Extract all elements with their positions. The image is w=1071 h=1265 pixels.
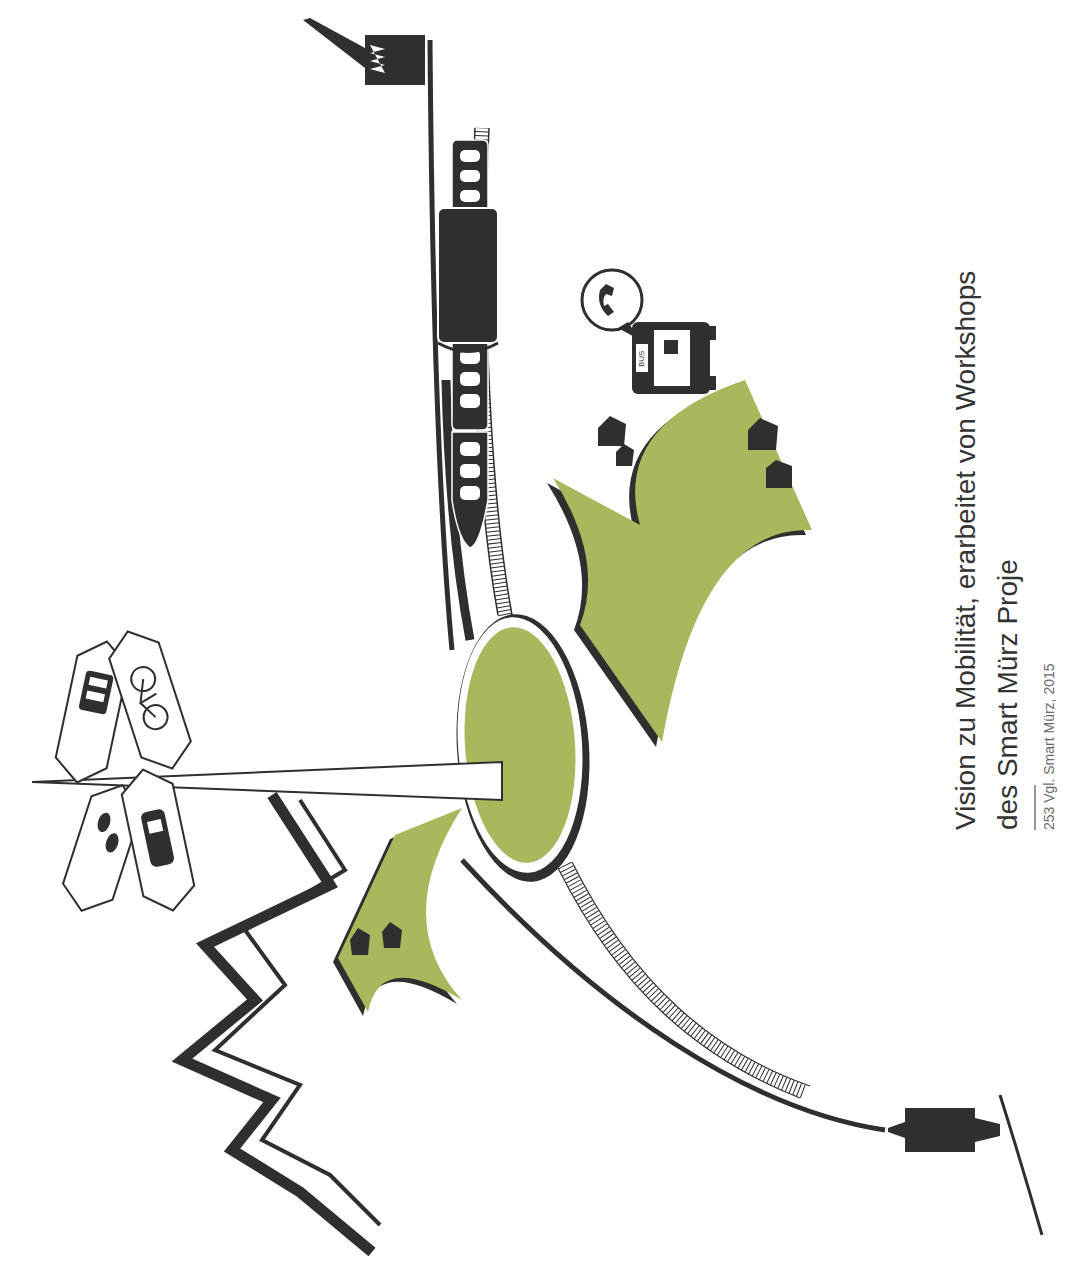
call-bus-part — [664, 340, 678, 354]
call-bus-part — [599, 284, 614, 316]
direction-signs-part-part — [134, 677, 163, 721]
direction-signs-part-part — [140, 808, 175, 868]
church-tower-part — [365, 35, 425, 85]
church-tower-part — [303, 18, 365, 68]
church-south-part — [888, 1122, 905, 1138]
church-south-part — [905, 1108, 975, 1152]
train-part-part — [460, 486, 480, 500]
central-hub — [448, 610, 598, 887]
call-bus — [582, 270, 716, 394]
central-hub-part — [457, 623, 583, 866]
direction-signs-part-part — [86, 691, 105, 703]
bus-sign-text: BUS — [637, 350, 647, 368]
tunnel-part — [438, 343, 498, 352]
tunnel — [438, 208, 498, 352]
train-part-part — [460, 190, 480, 202]
tunnel-part — [438, 208, 498, 343]
central-hub-part — [449, 613, 591, 877]
road-south-part — [565, 865, 805, 1092]
direction-signs — [52, 623, 199, 918]
village-east-part — [553, 380, 812, 742]
direction-signs-part-part — [147, 819, 163, 834]
train-part-part — [460, 170, 480, 182]
call-bus-part — [632, 322, 710, 394]
direction-signs-part-part — [89, 677, 108, 689]
train-part-part — [460, 372, 480, 386]
train-part-part — [460, 442, 480, 456]
direction-signs-part — [103, 623, 197, 776]
train-part — [452, 432, 488, 548]
direction-signs-part-part — [95, 811, 113, 834]
road-south-part — [462, 860, 885, 1130]
direction-signs-part-part — [118, 764, 199, 916]
church-south — [888, 1108, 1000, 1152]
village-east-part — [598, 416, 626, 446]
mountain-range-part — [215, 800, 380, 1225]
church-tower — [303, 18, 425, 85]
mountain-range — [182, 795, 380, 1252]
footnote-rule — [1035, 785, 1036, 830]
call-bus-part — [706, 376, 716, 390]
call-bus-part — [582, 270, 642, 330]
village-east-part — [766, 460, 792, 488]
church-south-part — [975, 1118, 1000, 1142]
mountain-range-part — [182, 795, 372, 1252]
church-tower-part — [370, 45, 385, 73]
village-west-part — [338, 808, 462, 1012]
direction-signs-part — [118, 764, 199, 916]
village-west-part — [350, 928, 370, 955]
road-south-part — [1000, 1095, 1042, 1235]
call-bus-part — [654, 330, 690, 386]
call-bus-part — [706, 326, 716, 340]
footnote-text: 253 Vgl. Smart Mürz, 2015 — [1040, 663, 1058, 830]
direction-signs-part-part — [103, 623, 197, 776]
direction-signs-part-part — [103, 831, 121, 854]
village-east-part — [616, 444, 634, 466]
village-east — [547, 380, 812, 747]
call-bus-part — [636, 344, 648, 372]
village-west — [333, 808, 462, 1016]
central-hub-part — [448, 610, 598, 887]
figure-caption: Vision zu Mobilität, erarbeitet von Work… — [945, 270, 1029, 830]
village-west-part — [382, 922, 402, 948]
train-part-part — [460, 394, 480, 408]
direction-signs-part-part — [78, 670, 114, 715]
train-part-part — [460, 150, 480, 162]
road-south-part — [572, 862, 810, 1086]
road-south — [462, 860, 1042, 1235]
village-east-part — [748, 418, 778, 450]
train-part-part — [460, 464, 480, 478]
railway-north-part — [486, 128, 512, 615]
